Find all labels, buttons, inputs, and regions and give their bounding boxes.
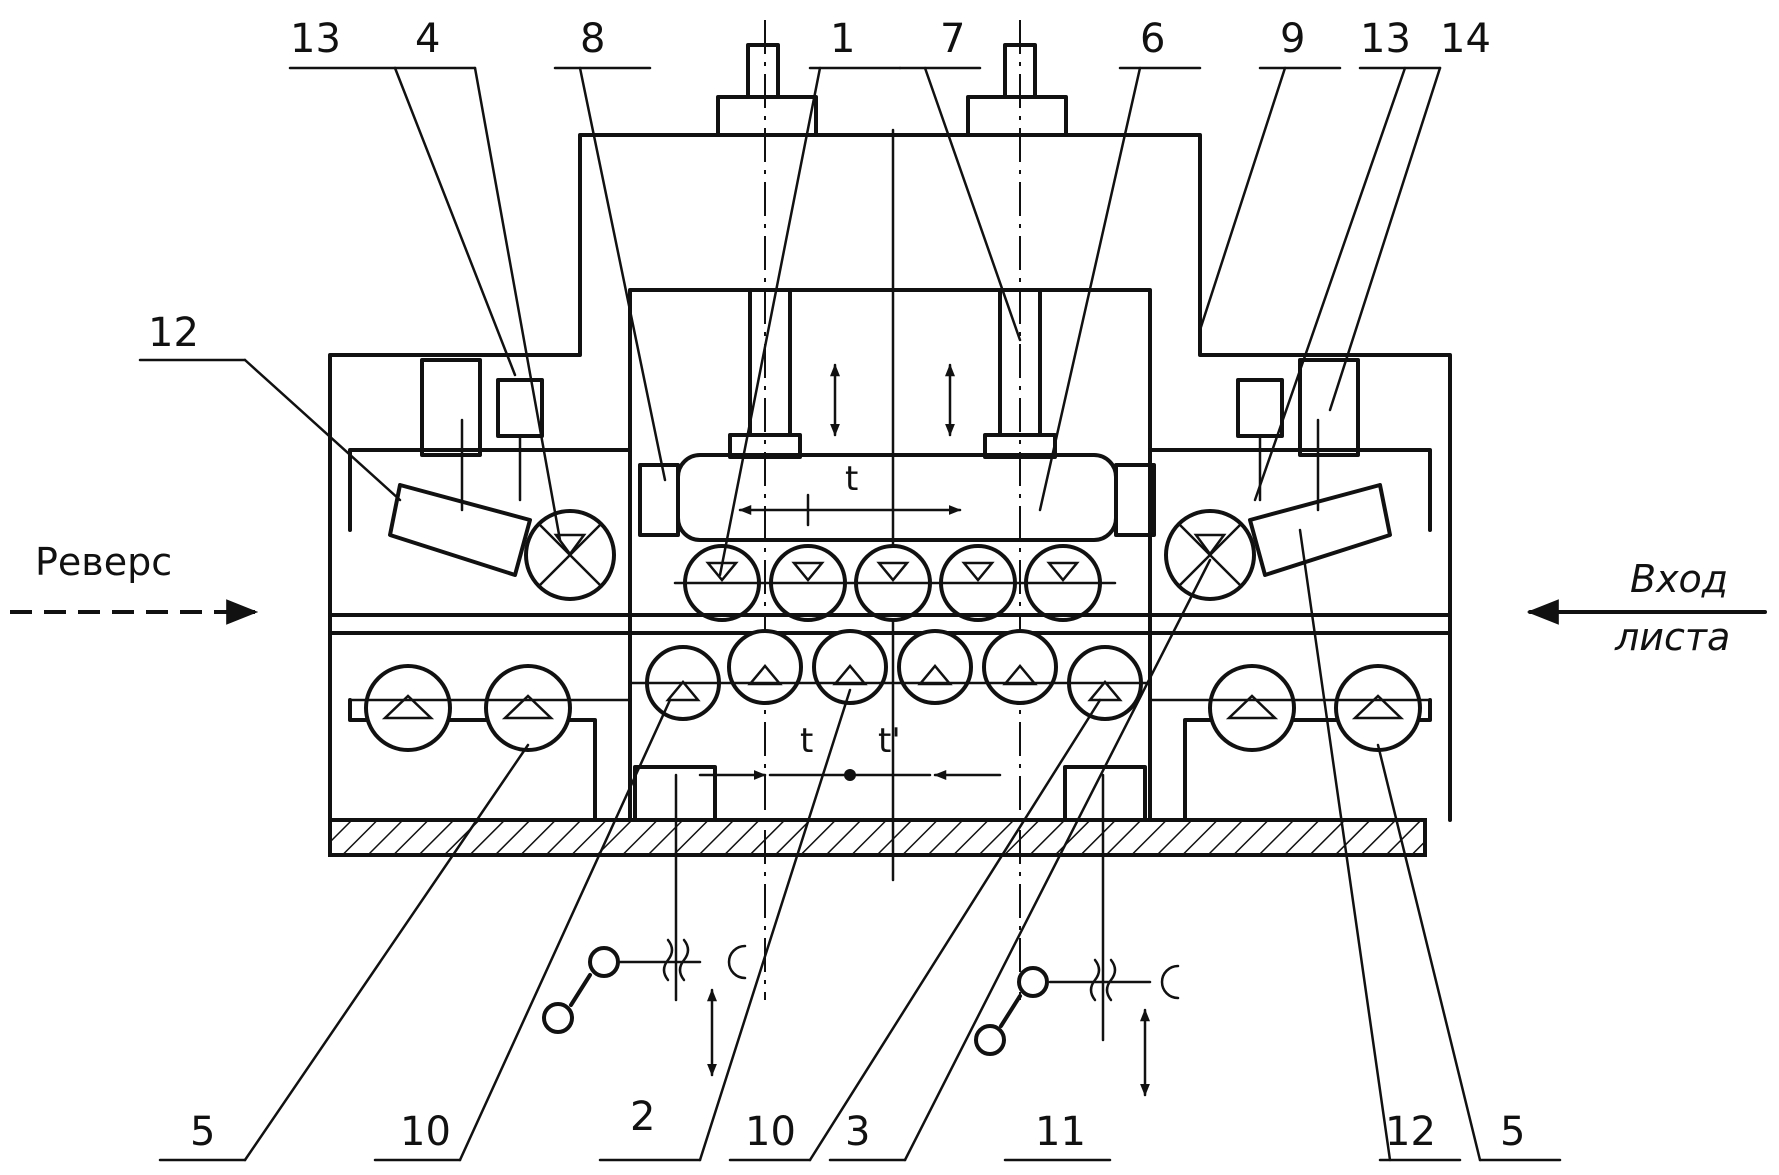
base-plate (328, 818, 1427, 857)
reverse-label: Реверс (35, 540, 172, 584)
lower-work-rolls (628, 629, 1152, 721)
callout-7: 7 (940, 16, 965, 62)
callout-5-left: 5 (190, 1109, 215, 1155)
callout-13-left: 13 (290, 16, 341, 62)
right-side-section (1148, 358, 1432, 822)
inner-frame (628, 288, 1152, 822)
callout-1: 1 (830, 16, 855, 62)
sheet-entry-label-2: листа (1614, 615, 1730, 659)
pitch-label-lower-right: t' (878, 721, 901, 761)
callout-leaders-top (138, 66, 1442, 577)
pitch-label-upper: t (845, 459, 858, 499)
lower-stands (633, 765, 1147, 822)
main-frame (328, 133, 1452, 822)
top-actuators (716, 43, 1068, 137)
pitch-label-lower-left: t (800, 721, 813, 761)
callout-12-right: 12 (1385, 1109, 1436, 1155)
sheet-entry-label-1: Вход (1630, 557, 1728, 601)
sheet-line (328, 613, 1452, 635)
callout-6: 6 (1140, 16, 1165, 62)
upper-work-rolls (673, 544, 1117, 622)
callout-10-right: 10 (745, 1109, 796, 1155)
callout-5-right: 5 (1500, 1109, 1525, 1155)
left-side-section (348, 358, 632, 822)
callout-4: 4 (415, 16, 440, 62)
callout-8: 8 (580, 16, 605, 62)
callout-2: 2 (630, 1094, 655, 1140)
callout-leaders-bottom (158, 528, 1562, 1162)
right-drive-unit (974, 773, 1180, 1097)
callout-12-left: 12 (148, 310, 199, 356)
callout-14: 14 (1440, 16, 1491, 62)
callout-10-left: 10 (400, 1109, 451, 1155)
callout-9: 9 (1280, 16, 1305, 62)
callout-11: 11 (1035, 1109, 1086, 1155)
left-drive-unit (542, 773, 747, 1077)
callout-3: 3 (845, 1109, 870, 1155)
callout-13-right: 13 (1360, 16, 1411, 62)
